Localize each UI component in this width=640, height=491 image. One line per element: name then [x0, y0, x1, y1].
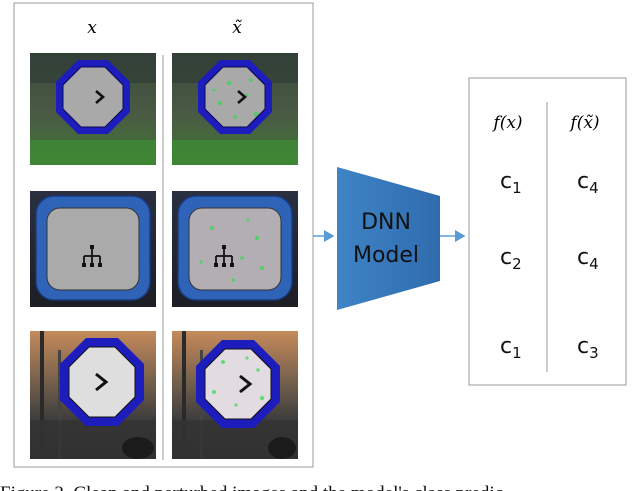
model-label-line2: Model: [353, 243, 419, 268]
dnn-model-block: [337, 167, 440, 310]
network-icon: [82, 245, 102, 267]
perturbed-image-3: [172, 331, 298, 459]
perturbed-column-label: x̃: [232, 18, 242, 38]
chevron-right-icon: [237, 90, 247, 104]
perturbation-dots: [199, 218, 264, 282]
chevron-right-icon: [239, 374, 253, 394]
output-header-clean: f(x): [491, 113, 522, 133]
clean-column-label: x: [87, 18, 97, 38]
perturbed-image-2: [172, 191, 298, 307]
clean-image-2: [30, 191, 156, 307]
figure-caption: Figure 2. Clean and perturbed images and…: [0, 483, 503, 491]
prediction-clean-3: c1: [500, 334, 522, 362]
network-icon: [214, 245, 234, 267]
perturbation-dots: [212, 356, 265, 407]
perturbed-image-1: [172, 53, 298, 165]
prediction-perturbed-2: c4: [577, 245, 599, 273]
prediction-clean-1: c1: [500, 169, 522, 197]
clean-image-3: [30, 331, 156, 459]
output-header-perturbed: f(x̃): [568, 113, 599, 133]
chevron-right-icon: [95, 372, 109, 392]
clean-image-1: [30, 53, 156, 165]
output-predictions: c1 c4 c2 c4 c1 c3: [500, 169, 599, 362]
prediction-perturbed-3: c3: [577, 334, 599, 362]
prediction-clean-2: c2: [500, 245, 522, 273]
prediction-perturbed-1: c4: [577, 169, 599, 197]
output-panel-frame: [468, 77, 627, 386]
perturbation-dots: [212, 78, 259, 119]
image-panel-frame: [13, 2, 314, 468]
chevron-right-icon: [95, 90, 105, 104]
model-label-line1: DNN: [361, 210, 411, 235]
